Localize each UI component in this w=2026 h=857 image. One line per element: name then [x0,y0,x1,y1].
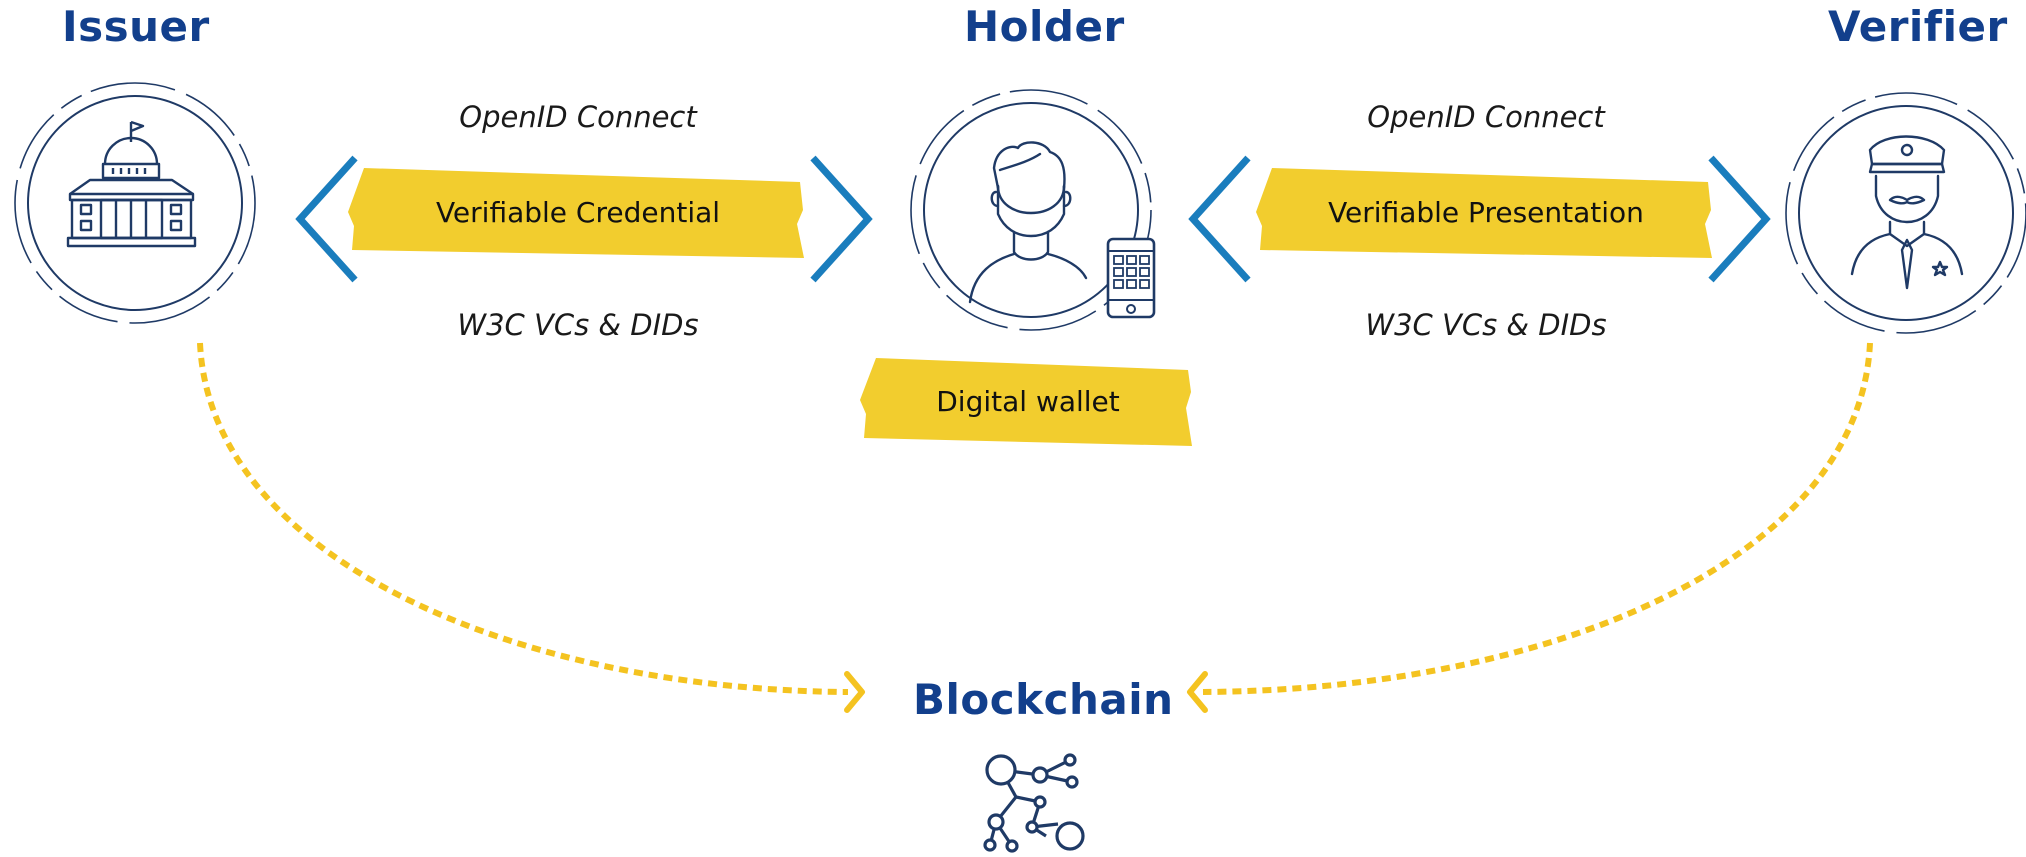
digital-wallet-tag: Digital wallet [936,384,1120,418]
verifier-title: Verifier [1828,2,2008,51]
tape-credential-bg [348,168,804,258]
government-building-icon [66,120,197,248]
left-protocol-top-label: OpenID Connect [459,100,697,134]
issuer-title: Issuer [62,2,210,51]
issuer-to-blockchain-curve [197,342,849,695]
right-protocol-top-label: OpenID Connect [1367,100,1605,134]
person-icon [968,141,1088,304]
verifier-to-blockchain-curve [1202,342,1873,695]
holder-title: Holder [964,2,1125,51]
right-chevron-icon-2 [1708,155,1771,283]
left-chevron-icon [295,155,358,283]
tape-wallet-bg [860,358,1192,446]
right-protocol-bottom-label: W3C VCs & DIDs [1365,308,1607,342]
verifiable-credential-tag: Verifiable Credential [435,195,721,229]
blockchain-title: Blockchain [913,675,1174,724]
network-nodes-icon [983,753,1085,853]
issuer-circle [14,82,256,324]
tape-presentation-bg [1256,168,1712,258]
holder-circle [910,89,1152,331]
blockchain-arrowhead-right [1187,671,1208,713]
verifier-circle [1785,92,2026,334]
left-protocol-bottom-label: W3C VCs & DIDs [457,308,699,342]
blockchain-arrowhead-left [844,671,865,713]
right-chevron-icon [810,155,873,283]
verifiable-presentation-tag: Verifiable Presentation [1328,195,1644,229]
police-officer-icon [1850,135,1964,290]
phone-icon [1106,237,1156,319]
left-chevron-icon-2 [1188,155,1251,283]
